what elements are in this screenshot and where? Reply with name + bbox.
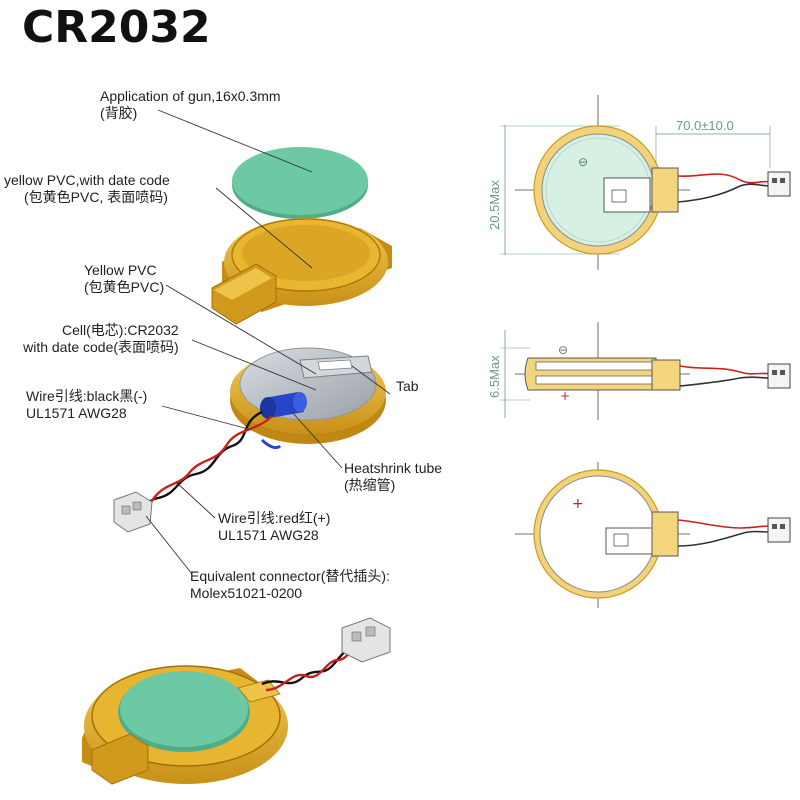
label-yellow-pvc: Yellow PVC (包黄色PVC) — [84, 262, 164, 296]
label-glue: Application of gun,16x0.3mm (背胶) — [100, 88, 281, 122]
label-heatshrink-zh: (热缩管) — [344, 477, 396, 493]
side-negative-mark: ⊖ — [558, 343, 568, 357]
label-connector: Equivalent connector(替代插头): Molex51021-0… — [190, 568, 390, 602]
wire-twisted-bottom — [261, 645, 357, 692]
label-yellow-pvc-en: Yellow PVC — [84, 262, 157, 278]
page-title: CR2032 — [22, 2, 211, 53]
label-wire-black-zh: UL1571 AWG28 — [26, 405, 127, 421]
bottom-positive-mark: + — [572, 496, 584, 512]
label-wire-red: Wire引线:red红(+) UL1571 AWG28 — [218, 510, 330, 544]
label-glue-zh: (背胶) — [100, 105, 138, 121]
dim-thickness: 6.5Max — [487, 355, 502, 398]
glue-disc — [232, 147, 368, 219]
side-view — [500, 322, 791, 420]
connector-bottom — [341, 617, 391, 663]
label-yellow-pvc-date-en: yellow PVC,with date code — [4, 172, 170, 188]
label-tab: Tab — [396, 378, 419, 395]
top-view — [500, 95, 791, 270]
dim-diameter: 20.5Max — [487, 180, 502, 230]
label-cell-en: Cell(电芯):CR2032 — [62, 322, 179, 338]
bottom-view — [515, 462, 791, 608]
connector-left — [113, 491, 153, 533]
label-tab-en: Tab — [396, 378, 419, 394]
label-yellow-pvc-zh: (包黄色PVC) — [84, 279, 165, 295]
label-yellow-pvc-date: yellow PVC,with date code (包黄色PVC, 表面喷码) — [4, 172, 170, 206]
label-heatshrink: Heatshrink tube (热缩管) — [344, 460, 442, 494]
dim-lead-length: 70.0±10.0 — [676, 118, 734, 133]
yellow-pvc-holder — [211, 218, 392, 325]
assembled-battery — [82, 665, 288, 785]
label-connector-en: Equivalent connector(替代插头): — [190, 568, 390, 584]
label-connector-zh: Molex51021-0200 — [190, 585, 303, 601]
leader-lines — [145, 109, 391, 575]
label-cell: Cell(电芯):CR2032 with date code(表面喷码) — [23, 322, 179, 356]
label-heatshrink-en: Heatshrink tube — [344, 460, 443, 476]
label-glue-en: Application of gun,16x0.3mm — [100, 88, 281, 104]
label-wire-black-en: Wire引线:black黑(-) — [26, 388, 148, 404]
label-yellow-pvc-date-zh: (包黄色PVC, 表面喷码) — [24, 189, 168, 205]
label-wire-black: Wire引线:black黑(-) UL1571 AWG28 — [26, 388, 147, 422]
top-negative-mark: ⊖ — [578, 155, 588, 169]
label-cell-zh: with date code(表面喷码) — [23, 339, 179, 355]
label-wire-red-en: Wire引线:red红(+) — [218, 510, 331, 526]
label-wire-red-zh: UL1571 AWG28 — [218, 527, 319, 543]
side-positive-mark: + — [560, 389, 570, 403]
